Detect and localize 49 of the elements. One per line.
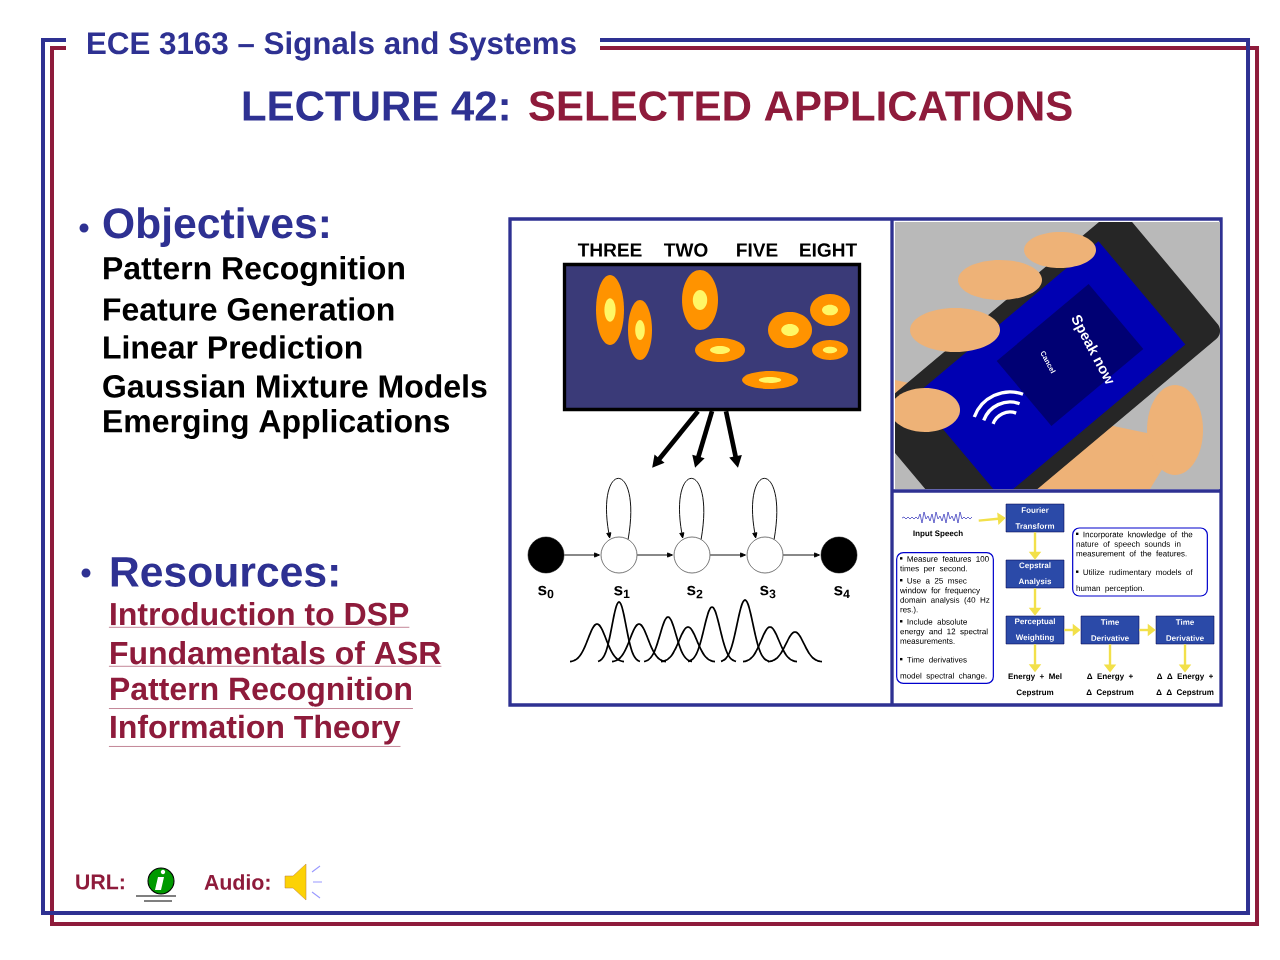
section-heading: Objectives:: [103, 207, 328, 247]
word-label: TWO: [664, 243, 708, 257]
objective-item: Emerging Applications: [104, 409, 450, 439]
url-label: URL:: [76, 874, 124, 890]
state-label: s$_{3}$: [760, 585, 776, 599]
state-circle: [527, 536, 565, 574]
arrow: [679, 477, 705, 540]
objective-item: Pattern Recognition: [104, 256, 404, 286]
header-text: ECE 3163 – Signals and Systems: [88, 31, 576, 61]
lecture-title: SELECTED APPLICATIONS: [529, 91, 1072, 121]
input-label: Input Speech: [913, 530, 963, 538]
process-box: Fourier Transform: [1005, 503, 1065, 533]
resource-link: Pattern Recognition: [108, 676, 414, 709]
arrow: [636, 552, 673, 558]
section-heading: Resources:: [111, 557, 338, 587]
output-label: Δ Δ Energy + Δ Δ Cepstrum: [1156, 673, 1214, 697]
process-box: Perceptual Weighting: [1005, 615, 1065, 645]
process-box: Cepstral Analysis: [1005, 559, 1065, 589]
arrow: [752, 477, 778, 540]
state-circle: [746, 536, 784, 574]
state-circle: [673, 536, 711, 574]
state-label: s$_{1}$: [614, 585, 630, 599]
resource-link: Information Theory: [108, 714, 401, 747]
resource-link: Fundamentals of ASR: [108, 640, 442, 667]
lecture-title: LECTURE 42:: [243, 91, 508, 121]
word-label: FIVE: [737, 243, 778, 257]
arrow: [709, 552, 746, 558]
process-box: Time Derivative: [1155, 615, 1215, 645]
process-box: Time Derivative: [1080, 615, 1140, 645]
arrow: [782, 552, 820, 558]
state-circle: [820, 536, 858, 574]
word-label: THREE: [577, 243, 642, 257]
output-label: Energy + Mel Cepstrum: [1008, 673, 1062, 697]
arrow: [563, 552, 600, 558]
output-label: Δ Energy + Δ Cepstrum: [1086, 673, 1134, 697]
word-label: EIGHT: [800, 243, 857, 257]
audio-label: Audio:: [204, 874, 270, 890]
objective-item: Linear Prediction: [104, 335, 362, 359]
state-circle: [600, 536, 638, 574]
spectrogram-picture: [562, 262, 862, 412]
note-box: Measure features 100 times per second. Use a 25 msec window for frequency domain analysis (40 Hz res.). Include absolute energy and 12 spectral measurements. Time derivatives model spectral change.: [896, 551, 994, 685]
arrow: [606, 477, 632, 540]
objective-item: Gaussian Mixture Models: [103, 374, 487, 398]
state-label: s$_{2}$: [687, 585, 703, 599]
objective-item: Feature Generation: [104, 297, 394, 321]
note-box: Incorporate knowledge of the nature of speech sounds in measurement of the features. Utilize rudimentary models of human perception.: [1072, 527, 1208, 597]
state-label: s$_{0}$: [538, 585, 554, 599]
resource-link: Introduction to DSP: [108, 601, 410, 628]
state-label: s$_{4}$: [834, 585, 850, 599]
